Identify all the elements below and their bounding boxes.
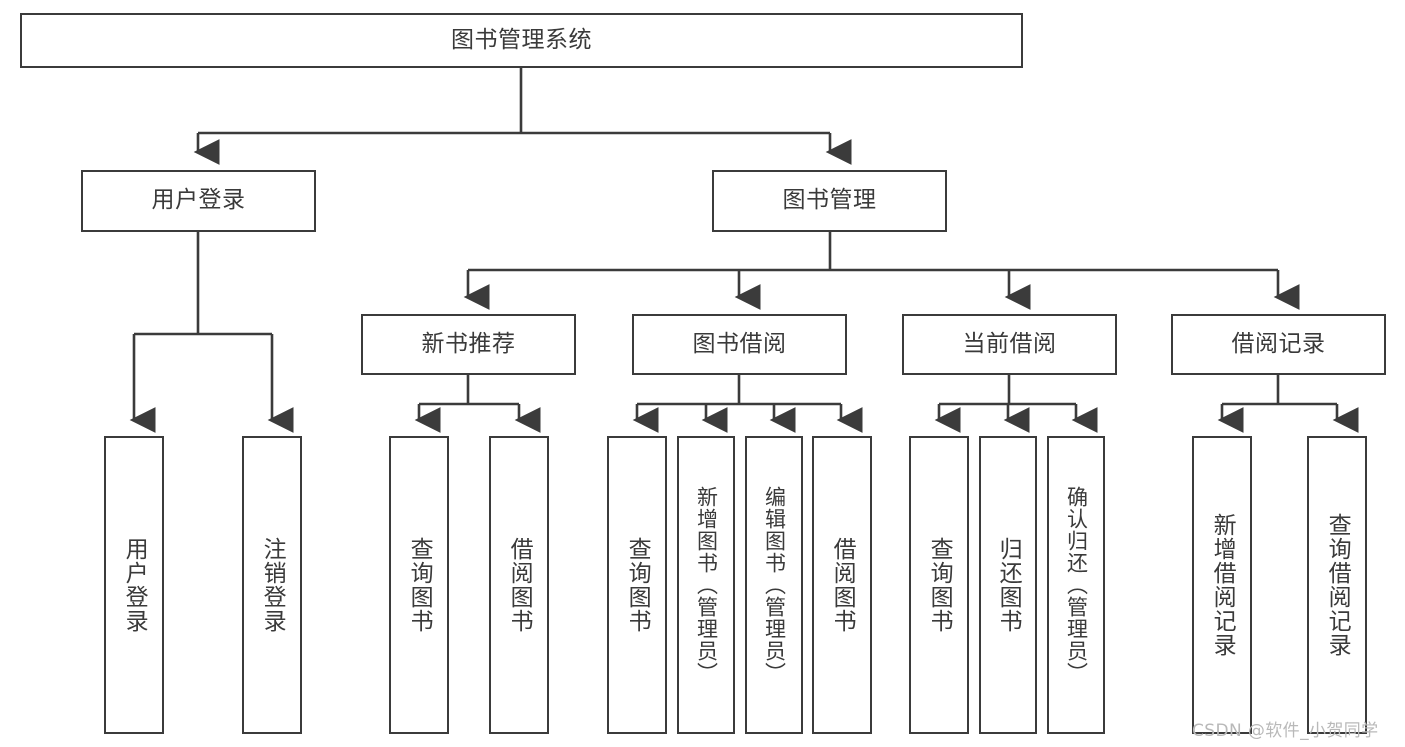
node-leaf-edit-book-label: 编辑图书（管理员） bbox=[762, 486, 787, 684]
watermark: CSDN @软件_小贺同学 bbox=[1192, 721, 1379, 741]
node-leaf-edit-book[interactable]: 编辑图书（管理员） bbox=[745, 436, 803, 734]
node-leaf-query-book-1-label: 查询图书 bbox=[406, 537, 433, 633]
node-leaf-query-record[interactable]: 查询借阅记录 bbox=[1307, 436, 1367, 734]
node-leaf-confirm-return-label: 确认归还（管理员） bbox=[1064, 486, 1089, 684]
node-leaf-return-book-label: 归还图书 bbox=[995, 537, 1022, 633]
node-leaf-query-book-2-label: 查询图书 bbox=[624, 537, 651, 633]
node-leaf-borrow-book-1[interactable]: 借阅图书 bbox=[489, 436, 549, 734]
node-leaf-add-book-label: 新增图书（管理员） bbox=[694, 486, 719, 684]
node-leaf-query-book-1[interactable]: 查询图书 bbox=[389, 436, 449, 734]
node-leaf-user-login[interactable]: 用户登录 bbox=[104, 436, 164, 734]
node-new-book-rec-label: 新书推荐 bbox=[421, 330, 516, 357]
node-book-manage[interactable]: 图书管理 bbox=[712, 170, 947, 232]
node-leaf-logout[interactable]: 注销登录 bbox=[242, 436, 302, 734]
node-book-manage-label: 图书管理 bbox=[782, 187, 877, 214]
node-leaf-query-record-label: 查询借阅记录 bbox=[1324, 513, 1351, 657]
node-root[interactable]: 图书管理系统 bbox=[20, 13, 1023, 68]
node-current-borrow[interactable]: 当前借阅 bbox=[902, 314, 1117, 375]
node-user-login[interactable]: 用户登录 bbox=[81, 170, 316, 232]
node-leaf-return-book[interactable]: 归还图书 bbox=[979, 436, 1037, 734]
node-leaf-user-login-label: 用户登录 bbox=[121, 537, 148, 633]
node-book-borrow[interactable]: 图书借阅 bbox=[632, 314, 847, 375]
node-leaf-query-book-2[interactable]: 查询图书 bbox=[607, 436, 667, 734]
node-leaf-borrow-book-2[interactable]: 借阅图书 bbox=[812, 436, 872, 734]
node-book-borrow-label: 图书借阅 bbox=[692, 330, 787, 357]
node-borrow-record[interactable]: 借阅记录 bbox=[1171, 314, 1386, 375]
node-leaf-logout-label: 注销登录 bbox=[259, 537, 286, 633]
node-new-book-rec[interactable]: 新书推荐 bbox=[361, 314, 576, 375]
node-leaf-query-book-3[interactable]: 查询图书 bbox=[909, 436, 969, 734]
node-current-borrow-label: 当前借阅 bbox=[962, 330, 1057, 357]
node-leaf-confirm-return[interactable]: 确认归还（管理员） bbox=[1047, 436, 1105, 734]
node-leaf-add-book[interactable]: 新增图书（管理员） bbox=[677, 436, 735, 734]
node-leaf-borrow-book-2-label: 借阅图书 bbox=[829, 537, 856, 633]
node-user-login-label: 用户登录 bbox=[151, 187, 246, 214]
node-leaf-borrow-book-1-label: 借阅图书 bbox=[506, 537, 533, 633]
node-root-label: 图书管理系统 bbox=[451, 26, 592, 53]
node-borrow-record-label: 借阅记录 bbox=[1231, 330, 1326, 357]
node-leaf-add-record-label: 新增借阅记录 bbox=[1209, 513, 1236, 657]
node-leaf-query-book-3-label: 查询图书 bbox=[926, 537, 953, 633]
node-leaf-add-record[interactable]: 新增借阅记录 bbox=[1192, 436, 1252, 734]
